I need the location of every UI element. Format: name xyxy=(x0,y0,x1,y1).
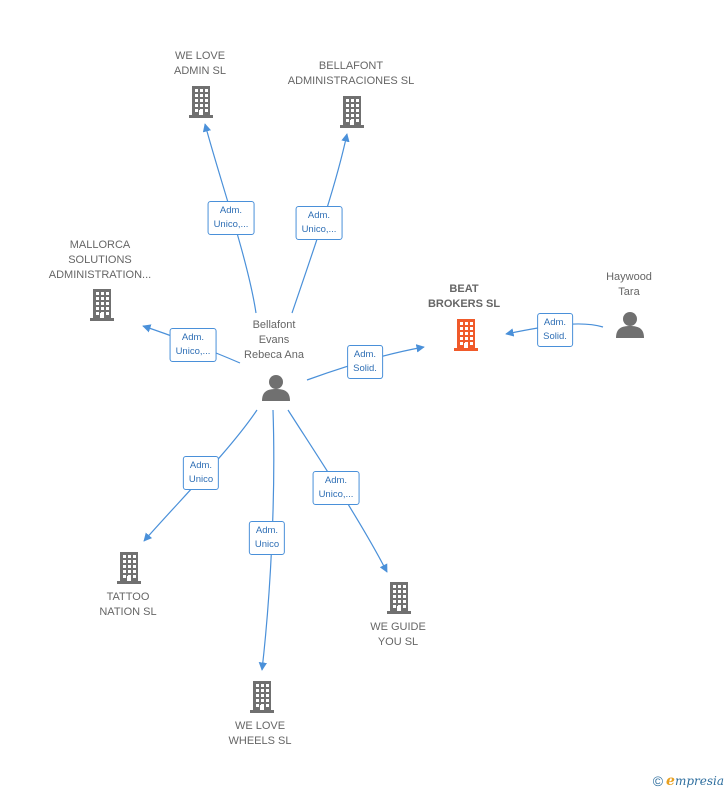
edge-label-line: Unico xyxy=(188,474,214,485)
node-label-line: WHEELS SL xyxy=(228,735,292,747)
edge-label-line: Adm. xyxy=(181,332,205,343)
building-icon[interactable] xyxy=(454,319,478,351)
edge-label-line: Unico,... xyxy=(301,224,337,235)
edge-label-e6[interactable]: Adm. Unico xyxy=(182,456,220,490)
node-label-line: ADMINISTRATION... xyxy=(48,269,152,281)
node-label-line: WE LOVE xyxy=(174,50,226,62)
node-label-line: MALLORCA xyxy=(69,239,131,251)
node-label-line: WE LOVE xyxy=(234,720,286,732)
node-label-line: Rebeca Ana xyxy=(244,349,304,361)
node-label-tattoo[interactable]: TATTOO NATION SL xyxy=(99,590,156,620)
edge-label-line: Adm. xyxy=(219,205,243,216)
node-label-line: Evans xyxy=(258,334,290,346)
edge-label-e3[interactable]: Adm. Unico,... xyxy=(169,328,217,362)
node-label-we-guide[interactable]: WE GUIDE YOU SL xyxy=(370,620,426,650)
edge-label-line: Solid. xyxy=(353,363,377,374)
node-label-mallorca[interactable]: MALLORCA SOLUTIONS ADMINISTRATION... xyxy=(49,238,151,283)
node-label-beat-brokers[interactable]: BEAT BROKERS SL xyxy=(428,282,500,312)
building-icon[interactable] xyxy=(189,86,213,118)
brand-logo[interactable]: empresia xyxy=(666,773,724,789)
node-label-line: Haywood xyxy=(606,271,652,283)
edge-label-line: Unico xyxy=(254,539,280,550)
node-label-line: BELLAFONT xyxy=(318,60,384,72)
node-label-line: Bellafont xyxy=(252,319,296,331)
building-icon[interactable] xyxy=(117,552,141,584)
node-label-line: ADMIN SL xyxy=(174,65,226,77)
building-icon[interactable] xyxy=(387,582,411,614)
node-label-line: YOU SL xyxy=(377,636,419,648)
edge-label-line: Adm. xyxy=(324,475,348,486)
node-label-line: BROKERS SL xyxy=(427,298,501,310)
edge-label-line: Unico,... xyxy=(318,489,354,500)
copyright-notice: © empresia xyxy=(653,773,724,789)
node-label-line: NATION SL xyxy=(99,606,157,618)
copyright-symbol: © xyxy=(652,773,664,789)
node-label-line: BEAT xyxy=(449,283,479,295)
edge-label-line: Adm. xyxy=(543,317,567,328)
node-label-line: WE GUIDE xyxy=(370,621,426,633)
edge-label-e7[interactable]: Adm. Unico xyxy=(248,521,286,555)
edge-label-e8[interactable]: Adm. Unico,... xyxy=(312,471,360,505)
edge-label-e2[interactable]: Adm. Unico,... xyxy=(295,206,343,240)
person-icon[interactable] xyxy=(262,375,290,401)
person-icon[interactable] xyxy=(616,312,644,338)
edge-label-line: Adm. xyxy=(353,349,377,360)
building-icon[interactable] xyxy=(90,289,114,321)
edge-label-line: Adm. xyxy=(307,210,331,221)
node-label-line: TATTOO xyxy=(106,591,150,603)
edge-label-e4[interactable]: Adm. Solid. xyxy=(347,345,383,379)
node-label-line: Tara xyxy=(618,286,640,298)
edge-label-line: Adm. xyxy=(189,460,213,471)
node-label-bellafont-admin[interactable]: BELLAFONT ADMINISTRACIONES SL xyxy=(288,59,415,89)
node-label-we-love-admin[interactable]: WE LOVE ADMIN SL xyxy=(174,49,226,79)
edge-label-e1[interactable]: Adm. Unico,... xyxy=(207,201,255,235)
node-label-we-love-wheels[interactable]: WE LOVE WHEELS SL xyxy=(229,719,292,749)
edge-label-line: Unico,... xyxy=(175,346,211,357)
edge-label-line: Unico,... xyxy=(213,219,249,230)
edge-label-e5[interactable]: Adm. Solid. xyxy=(537,313,573,347)
edge-label-line: Adm. xyxy=(255,525,279,536)
node-label-line: SOLUTIONS xyxy=(68,254,132,266)
building-icon[interactable] xyxy=(340,96,364,128)
edge-label-line: Solid. xyxy=(543,331,567,342)
node-label-line: ADMINISTRACIONES SL xyxy=(287,75,415,87)
building-icon[interactable] xyxy=(250,681,274,713)
